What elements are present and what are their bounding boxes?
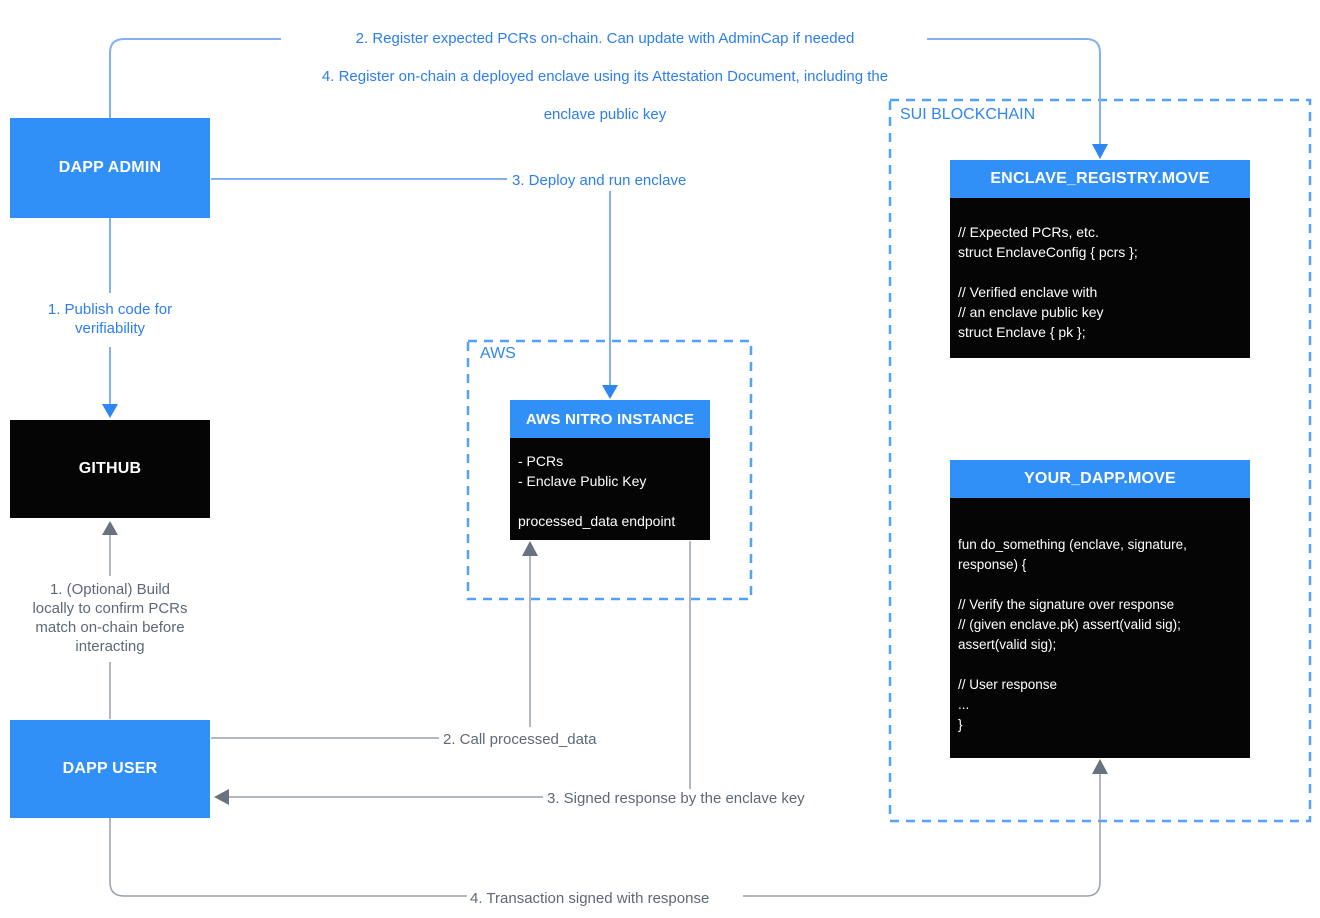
edge-register-label-line1: 2. Register expected PCRs on-chain. Can … (355, 30, 855, 47)
edge-optional-label: 1. (Optional) Build locally to confirm P… (32, 581, 188, 655)
edge-register-line-left (109, 38, 281, 118)
edge-signed-label: 3. Signed response by the enclave key (547, 790, 805, 807)
edge-deploy-arrowhead (602, 385, 618, 399)
node-dapp-user-label: DAPP USER (62, 760, 158, 777)
edge-optional-arrowhead (102, 521, 118, 535)
edge-publish-arrowhead (102, 404, 118, 418)
sui-container-label: SUI BLOCKCHAIN (900, 106, 1036, 123)
aws-container-border (466, 339, 753, 601)
node-github-label: GITHUB (78, 460, 142, 477)
node-enclave-registry-title: ENCLAVE_REGISTRY.MOVE (950, 160, 1250, 198)
edge-txn-label: 4. Transaction signed with response (470, 890, 710, 907)
edge-txn-arrowhead (1092, 759, 1108, 774)
edge-publish-label: 1. Publish code for verifiability (47, 301, 173, 337)
aws-container-label: AWS (480, 345, 516, 362)
node-dapp-admin-label: DAPP ADMIN (58, 159, 162, 176)
edge-txn-line-right (743, 774, 1101, 897)
edge-register-label-line3: enclave public key (543, 106, 667, 123)
node-enclave-registry: ENCLAVE_REGISTRY.MOVE // Expected PCRs, … (950, 160, 1250, 358)
edge-register-label: 2. Register expected PCRs on-chain. Can … (230, 10, 980, 143)
node-dapp-user: DAPP USER (10, 720, 210, 818)
node-dapp-admin: DAPP ADMIN (10, 118, 210, 218)
edge-txn-line-left (109, 818, 467, 897)
node-enclave-registry-code: // Expected PCRs, etc. struct EnclaveCon… (950, 198, 1250, 358)
edge-call-arrowhead (522, 541, 538, 556)
edge-call-label: 2. Call processed_data (443, 731, 597, 748)
node-aws-nitro-instance: AWS NITRO INSTANCE - PCRs - Enclave Publ… (510, 400, 710, 540)
node-your-dapp-code: fun do_something (enclave, signature, re… (950, 498, 1250, 758)
edge-deploy-label: 3. Deploy and run enclave (512, 172, 687, 189)
node-github: GITHUB (10, 420, 210, 518)
node-your-dapp: YOUR_DAPP.MOVE fun do_something (enclave… (950, 460, 1250, 758)
edge-signed-arrowhead (214, 789, 229, 805)
edge-register-line-right (927, 38, 1101, 144)
edge-register-label-line2: 4. Register on-chain a deployed enclave … (321, 68, 889, 85)
node-your-dapp-title: YOUR_DAPP.MOVE (950, 460, 1250, 498)
edge-register-arrowhead (1092, 144, 1108, 159)
node-aws-nitro-title: AWS NITRO INSTANCE (510, 400, 710, 438)
node-aws-nitro-code: - PCRs - Enclave Public Key processed_da… (510, 438, 710, 540)
